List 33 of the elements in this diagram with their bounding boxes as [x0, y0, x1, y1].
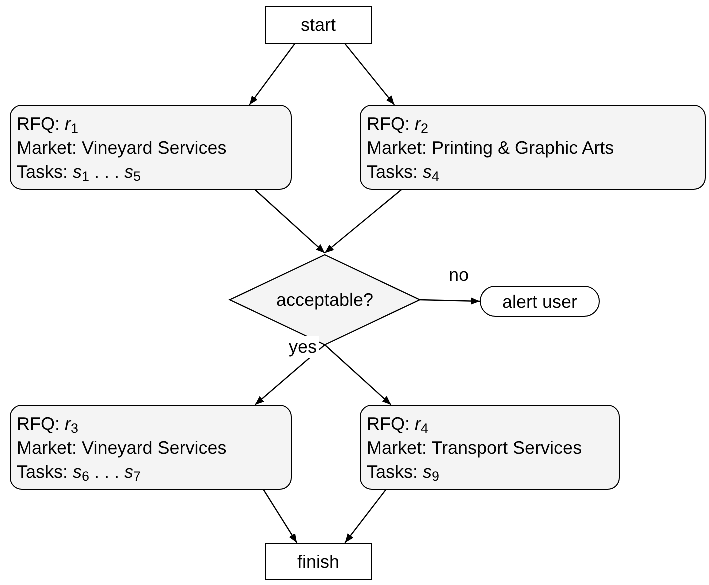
node-text: start — [300, 14, 336, 37]
arrow — [324, 344, 392, 406]
process-box — [360, 105, 706, 190]
process-box — [10, 405, 292, 490]
process-box — [360, 405, 620, 490]
arrow — [254, 344, 326, 406]
node-text: finish — [297, 550, 340, 574]
node-text: Market: Transport Services — [367, 436, 584, 460]
arrow — [249, 44, 296, 106]
node-text: Market: Printing & Graphic Arts — [367, 136, 616, 160]
node-text: RFQ: r$_{3}$ — [17, 412, 80, 436]
arrow — [324, 190, 402, 254]
node-text: RFQ: r$_{2}$ — [367, 112, 430, 136]
node-text: Tasks: s$_{1}$ . . . s$_{5}$ — [17, 160, 142, 184]
node-text: Tasks: s$_{4}$ — [367, 160, 441, 184]
arrow — [344, 44, 396, 106]
node-text: RFQ: r$_{4}$ — [367, 412, 430, 436]
alert-box — [480, 286, 600, 317]
node-text: Tasks: s$_{9}$ — [367, 460, 441, 484]
arrow — [344, 490, 386, 544]
node-text: RFQ: r$_{1}$ — [17, 112, 80, 136]
process-box — [10, 105, 292, 190]
arrow — [420, 298, 480, 305]
arrow — [254, 190, 326, 254]
terminal-box — [265, 6, 372, 44]
terminal-box — [265, 543, 372, 580]
edge-label: yes — [287, 336, 320, 358]
node-text: alert user — [502, 290, 578, 314]
node-text: Tasks: s$_{6}$ . . . s$_{7}$ — [17, 460, 142, 484]
decision-label: acceptable? — [276, 288, 374, 312]
node-text: Market: Vineyard Services — [17, 136, 228, 160]
arrow — [263, 490, 298, 544]
node-text: Market: Vineyard Services — [17, 436, 228, 460]
